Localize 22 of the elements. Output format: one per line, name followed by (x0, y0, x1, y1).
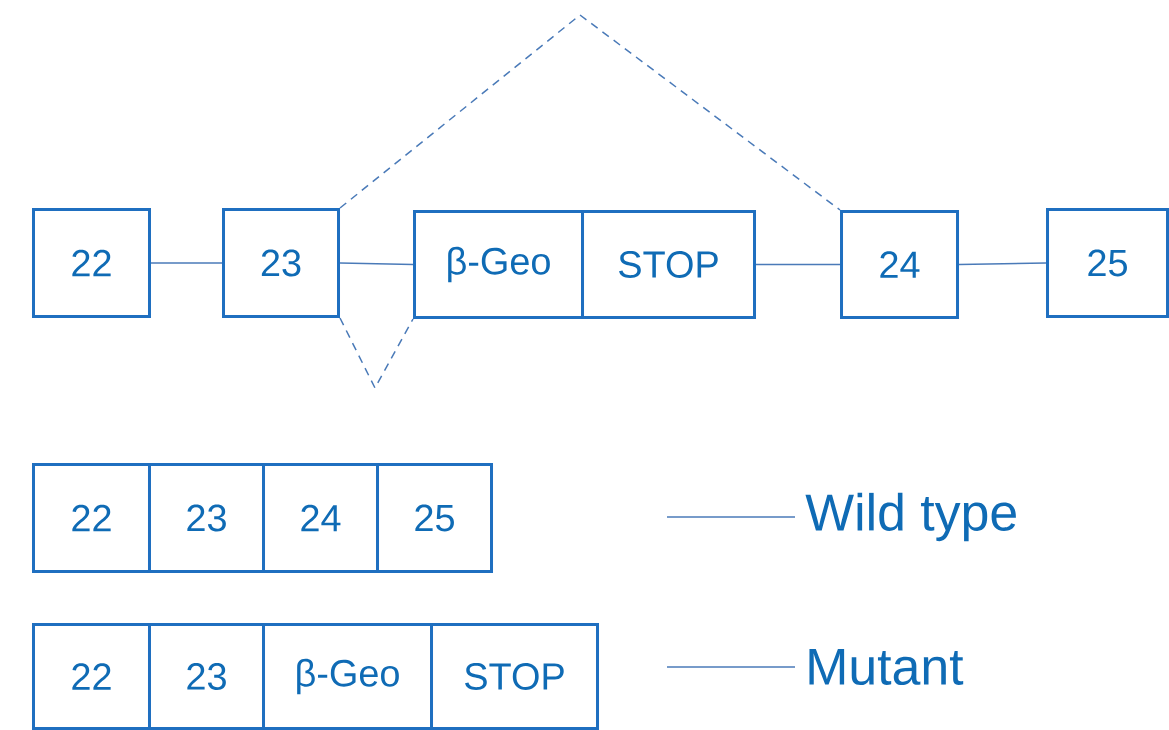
connector-line (339, 262, 414, 266)
splice-line (339, 14, 841, 211)
exon-box: 22 (32, 463, 151, 573)
exon-box: 24 (840, 210, 959, 319)
legend-label: Wild type (805, 492, 1016, 542)
connector-line (958, 262, 1047, 266)
exon-box: 23 (222, 208, 340, 318)
connector-line (755, 263, 841, 266)
exon-box: β-Geo (262, 623, 433, 730)
splice-line (339, 317, 414, 390)
exon-box: 23 (148, 623, 265, 730)
legend-label: Mutant (809, 648, 964, 686)
exon-box: STOP (430, 623, 599, 730)
exon-box: β-Geo (413, 210, 584, 319)
exon-box: 23 (148, 463, 265, 573)
exon-box: 22 (32, 208, 151, 318)
connector-line (150, 262, 223, 264)
exon-box: 22 (32, 623, 151, 730)
exon-box: 24 (262, 463, 379, 573)
exon-box: 25 (1046, 208, 1169, 318)
exon-box: STOP (581, 210, 756, 319)
exon-box: 25 (376, 463, 493, 573)
